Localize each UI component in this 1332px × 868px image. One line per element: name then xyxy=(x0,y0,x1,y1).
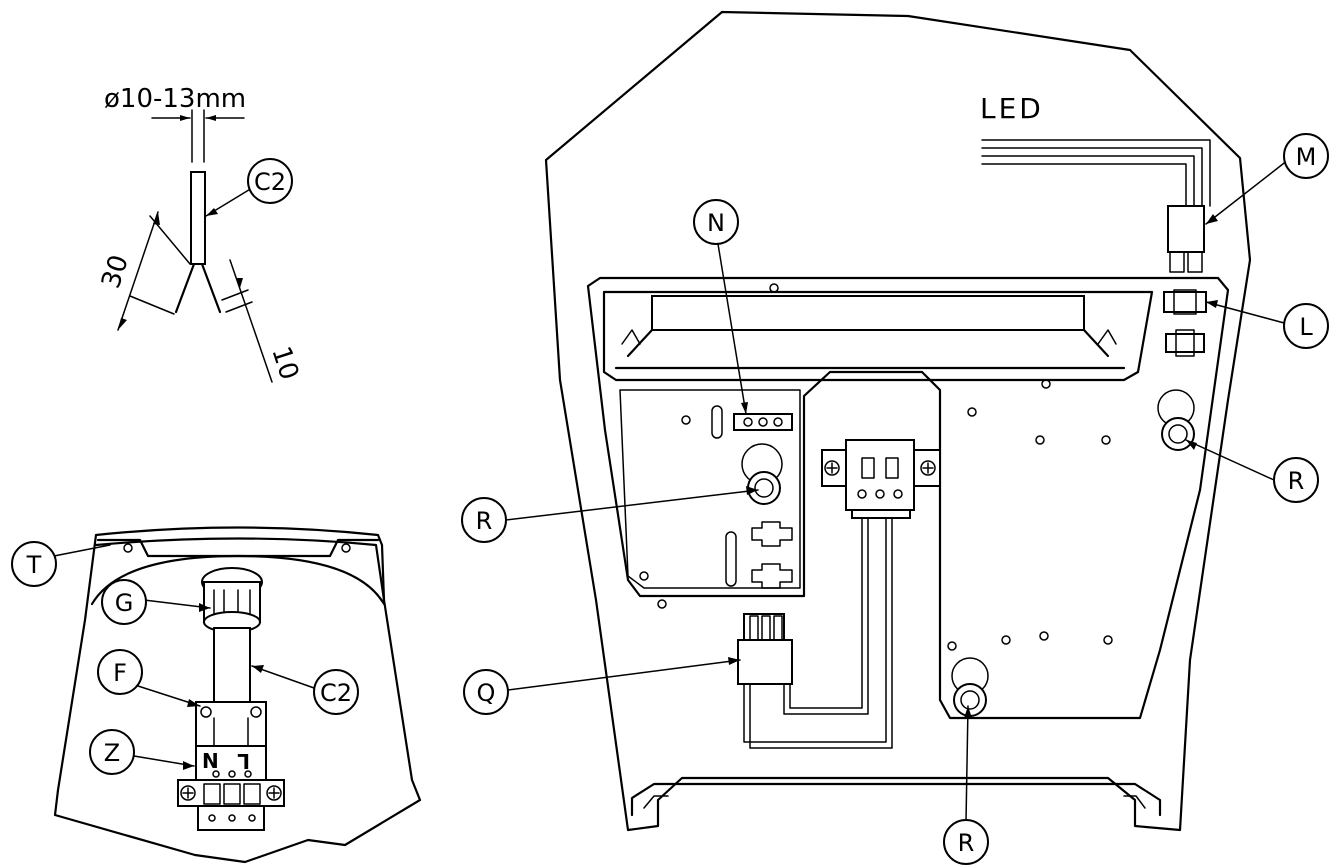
led-driver-module xyxy=(602,283,1154,382)
svg-text:G: G xyxy=(115,589,134,617)
callout-z: Z xyxy=(89,729,135,775)
callout-q: Q xyxy=(463,669,509,715)
cable-c2 xyxy=(213,627,251,705)
callout-m: M xyxy=(1283,133,1329,179)
terminal-l-label: L xyxy=(237,749,250,773)
cable-strip-detail: ø10-13mm 30 10 xyxy=(96,84,304,384)
connector-n xyxy=(733,413,793,431)
callout-n: N xyxy=(693,199,739,245)
terminal-n-label: N xyxy=(202,749,219,773)
housing-outline xyxy=(53,526,422,864)
svg-text:N: N xyxy=(707,209,725,237)
svg-text:L: L xyxy=(1299,313,1313,341)
callout-c2-top: C2 xyxy=(247,158,293,204)
callout-r-right: R xyxy=(1273,457,1319,503)
callout-c2-bottom: C2 xyxy=(313,669,359,715)
svg-text:C2: C2 xyxy=(320,679,352,707)
svg-text:F: F xyxy=(113,659,127,687)
stud-r-left xyxy=(741,443,783,505)
svg-text:M: M xyxy=(1296,143,1317,171)
led-label: LED xyxy=(980,92,1044,125)
unit-shell xyxy=(544,10,1252,832)
svg-text:R: R xyxy=(476,507,493,535)
connection-detail: N L xyxy=(53,526,422,864)
cable-sheath xyxy=(190,171,206,265)
svg-text:R: R xyxy=(958,829,975,857)
central-terminal-block xyxy=(821,439,941,519)
stud-r-right xyxy=(1157,389,1195,451)
svg-text:Q: Q xyxy=(477,679,496,707)
cable-gland xyxy=(201,567,263,633)
strain-relief-f xyxy=(195,701,267,747)
cable-diameter-label: ø10-13mm xyxy=(104,84,246,114)
main-unit: LED xyxy=(544,10,1252,832)
svg-text:C2: C2 xyxy=(254,168,286,196)
connector-q xyxy=(737,613,793,685)
stud-r-bottom xyxy=(951,657,989,717)
connector-m xyxy=(1167,205,1205,253)
callout-g: G xyxy=(101,579,147,625)
callout-r-bottom: R xyxy=(943,819,989,865)
callout-leaders xyxy=(53,159,1289,823)
svg-text:Z: Z xyxy=(104,739,120,767)
strip-length-outer-label: 30 xyxy=(96,251,135,292)
wire-left xyxy=(174,262,196,314)
callout-t: T xyxy=(11,541,57,587)
callout-bubbles: C2 T G C2 F Z N M xyxy=(11,133,1329,865)
led-wiring: LED xyxy=(980,92,1211,273)
svg-text:R: R xyxy=(1288,467,1305,495)
callout-f: F xyxy=(97,649,143,695)
wire-right xyxy=(200,262,222,314)
svg-text:T: T xyxy=(26,551,42,579)
terminal-block-z: N L xyxy=(177,745,285,831)
mounting-holes xyxy=(947,379,1113,651)
mounting-panel xyxy=(586,276,1230,720)
callout-l: L xyxy=(1283,303,1329,349)
callout-r-left: R xyxy=(461,497,507,543)
connector-l xyxy=(1163,289,1207,357)
